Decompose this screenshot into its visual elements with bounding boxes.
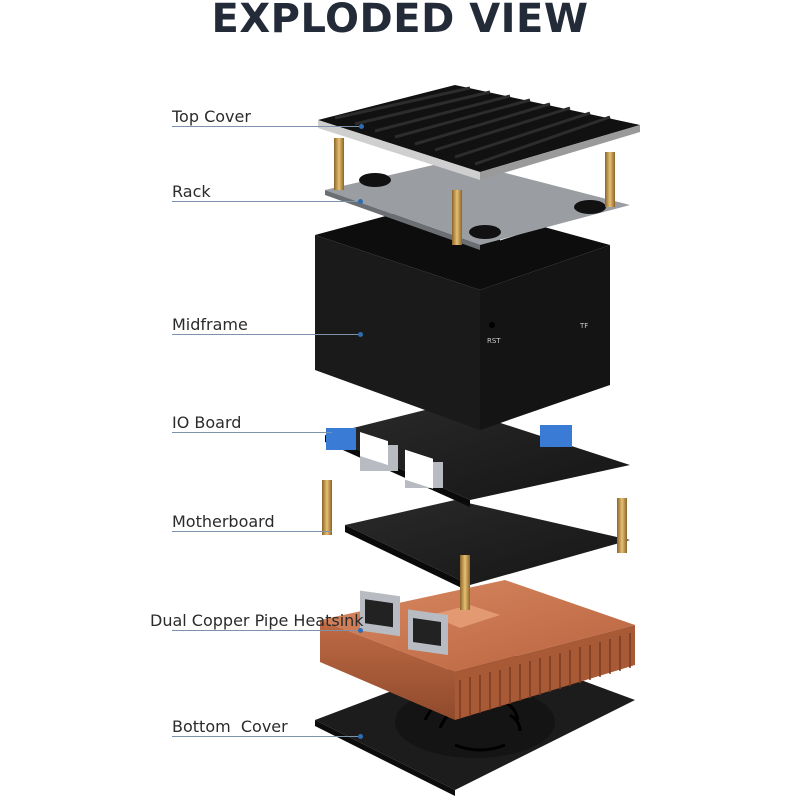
label-rack: Rack [172, 182, 211, 201]
label-io-board: IO Board [172, 413, 242, 432]
leader-line-motherboard [172, 531, 332, 532]
leader-line-heatsink [172, 630, 362, 631]
brass-standoffs [322, 138, 627, 610]
leader-line-bottom-cover [172, 736, 362, 737]
top-cover-part [318, 85, 640, 180]
rack-part [325, 160, 630, 250]
leader-line-rack [172, 201, 362, 202]
leader-dot-bottom-cover [358, 734, 363, 739]
rst-marking: RST [487, 337, 501, 345]
label-motherboard: Motherboard [172, 512, 275, 531]
motherboard-part [345, 500, 630, 655]
page-title: EXPLODED VIEW [211, 0, 589, 42]
label-heatsink: Dual Copper Pipe Heatsink [150, 611, 364, 630]
label-bottom-cover: Bottom Cover [172, 717, 288, 736]
leader-dot-top-cover [359, 124, 364, 129]
leader-line-io-board [172, 432, 332, 433]
label-top-cover: Top Cover [172, 107, 251, 126]
tf-marking: TF [579, 322, 588, 330]
leader-dot-heatsink [358, 628, 363, 633]
leader-dot-rack [358, 199, 363, 204]
label-midframe: Midframe [172, 315, 248, 334]
leader-line-midframe [172, 334, 362, 335]
leader-line-top-cover [172, 126, 362, 127]
leader-dot-midframe [358, 332, 363, 337]
